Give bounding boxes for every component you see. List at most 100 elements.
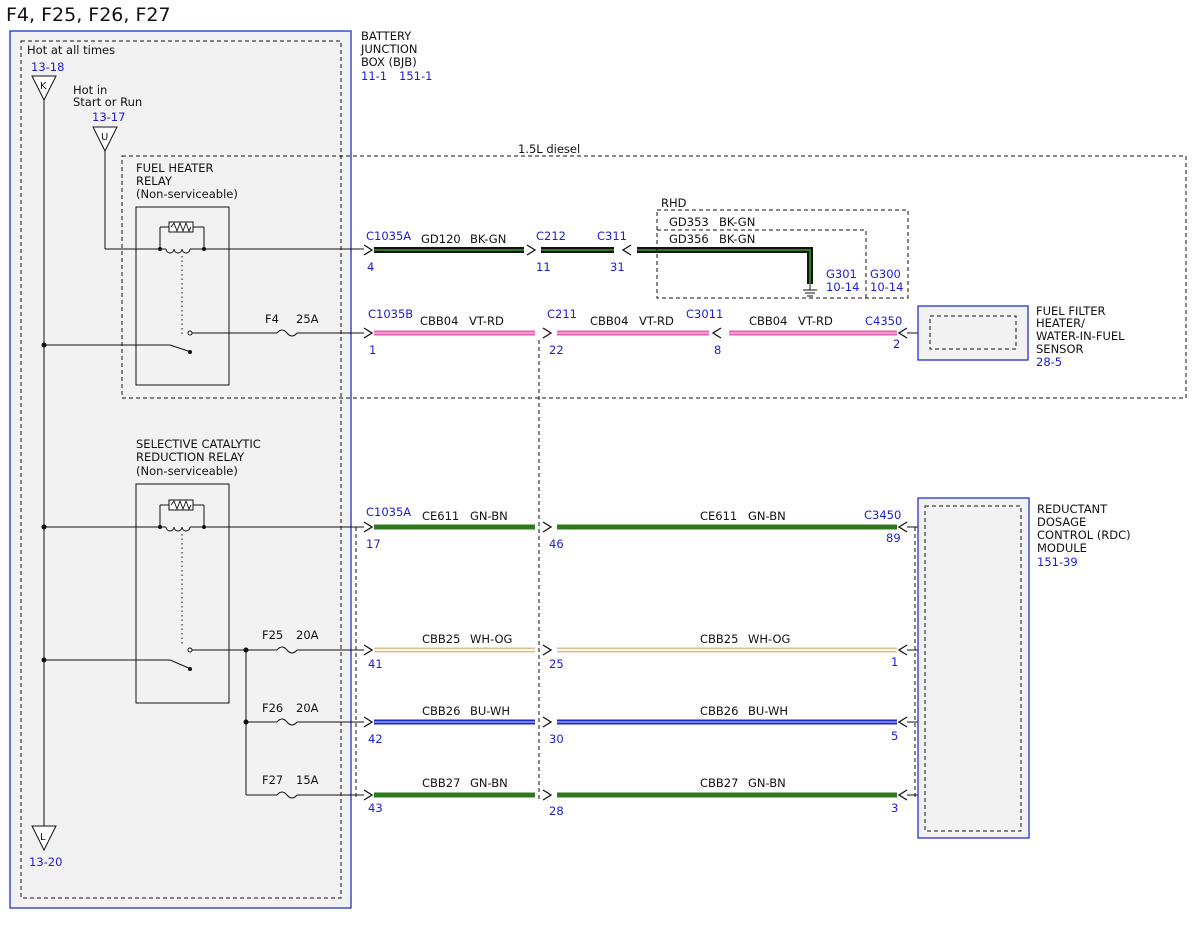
connector-arrow-icon (363, 521, 374, 533)
pin-28: 28 (549, 804, 564, 818)
hot-start-label-2: Start or Run (73, 95, 142, 109)
bjb-label-1: BATTERY (361, 29, 412, 43)
rhd-label: RHD (661, 196, 687, 210)
conn-c4350: C4350 (865, 314, 902, 328)
wire-cbb04-b-circuit: CBB04 (590, 314, 628, 328)
bjb-box (9, 30, 352, 909)
connector-arrow-icon (542, 521, 553, 533)
fuse-f4-amps: 25A (296, 312, 319, 326)
conn-c3450: C3450 (864, 508, 901, 522)
wire-cbb26-a-color: BU-WH (470, 704, 510, 718)
pin-42: 42 (368, 732, 383, 746)
wire-gd353-circuit: GD353 (669, 215, 709, 229)
scr-relay-box (135, 483, 230, 704)
scr-relay-switch-icon (169, 647, 193, 671)
connector-arrow-icon (542, 327, 553, 339)
ground-g301-icon (803, 284, 817, 297)
wire-gd356-color: BK-GN (719, 232, 755, 246)
connector-arrow-icon (363, 789, 374, 801)
pin-30: 30 (549, 732, 564, 746)
conn-c1035a-mid: C1035A (366, 505, 411, 519)
wire-cbb26-a-circuit: CBB26 (422, 704, 460, 718)
pin-43: 43 (368, 801, 383, 815)
pin-1b: 1 (891, 655, 898, 669)
fuel-relay-box (135, 206, 230, 386)
wire-cbb25-a-color: WH-OG (470, 632, 512, 646)
connector-arrow-icon (897, 716, 908, 728)
pin-46: 46 (549, 537, 564, 551)
rdc-label-4: MODULE (1037, 541, 1087, 555)
fuse-f27-icon (276, 791, 298, 799)
bjb-label-2: JUNCTION (360, 42, 418, 56)
conn-c311: C311 (597, 229, 627, 243)
ground-g301: G301 (826, 267, 857, 281)
feed-l-ref: 13-20 (29, 855, 62, 869)
wire-gd120-circuit: GD120 (421, 232, 461, 246)
connector-arrow-icon (897, 327, 908, 339)
ground-g300: G300 (870, 267, 901, 281)
wire-cbb27-b-color: GN-BN (748, 776, 786, 790)
fuse-f27-name: F27 (262, 773, 283, 787)
connector-arrow-icon (542, 716, 553, 728)
wire-cbb04-b-color: VT-RD (639, 314, 674, 328)
junction-dot (41, 342, 47, 348)
pin-89: 89 (886, 531, 901, 545)
hot-all-times-label: Hot at all times (27, 43, 115, 57)
conn-c1035a-top: C1035A (366, 229, 411, 243)
hot-start-label-1: Hot in (73, 83, 107, 97)
bjb-ref-2: 151-1 (399, 69, 432, 83)
wire-gd353-color: BK-GN (719, 215, 755, 229)
junction-dot (41, 524, 47, 530)
fuse-f26-name: F26 (262, 701, 283, 715)
feed-l-letter: L (40, 832, 46, 843)
bjb-ref-1: 11-1 (361, 69, 387, 83)
wire-ce611-a-circuit: CE611 (422, 509, 459, 523)
connector-arrow-icon (897, 644, 908, 656)
ground-g300-ref: 10-14 (870, 280, 903, 294)
hot-start-ref: 13-17 (92, 110, 125, 124)
pin-1: 1 (369, 343, 376, 357)
rdc-label-3: CONTROL (RDC) (1037, 528, 1131, 542)
scr-relay-coil-icon (158, 499, 206, 645)
pin-25: 25 (549, 657, 564, 671)
connector-arrow-icon (363, 327, 374, 339)
wire-cbb04-c-circuit: CBB04 (749, 314, 787, 328)
wire-cbb26-b-circuit: CBB26 (700, 704, 738, 718)
pin-31: 31 (610, 260, 625, 274)
rhd-region (656, 209, 909, 299)
pin-4: 4 (367, 260, 374, 274)
feed-u-letter: U (101, 132, 108, 143)
wire-cbb25-b-circuit: CBB25 (700, 632, 738, 646)
fuel-filter-label-1: FUEL FILTER (1036, 304, 1105, 318)
connector-arrow-icon (897, 521, 908, 533)
wire-cbb25-a-circuit: CBB25 (422, 632, 460, 646)
pin-17: 17 (366, 537, 381, 551)
fuse-f4-name: F4 (265, 312, 279, 326)
rdc-inner-dashed (924, 505, 1022, 832)
fuel-filter-ref: 28-5 (1036, 355, 1062, 369)
fuel-relay-coil-icon (158, 221, 206, 336)
fuse-f26-amps: 20A (296, 701, 319, 715)
fuel-relay-switch-icon (169, 330, 193, 354)
fuel-filter-label-4: SENSOR (1036, 342, 1084, 356)
pin-41: 41 (368, 657, 383, 671)
junction-dot (243, 647, 249, 653)
connector-arrow-icon (542, 789, 553, 801)
diesel-region (121, 155, 1187, 399)
scr-relay-label-3: (Non-serviceable) (136, 464, 238, 478)
junction-dot (41, 657, 47, 663)
fuse-f25-name: F25 (262, 628, 283, 642)
connector-arrow-icon (363, 644, 374, 656)
diesel-label: 1.5L diesel (518, 142, 580, 156)
conn-c3011: C3011 (686, 307, 723, 321)
conn-c1035b: C1035B (368, 307, 413, 321)
wire-cbb25-b-color: WH-OG (748, 632, 790, 646)
wire-gd120 (374, 247, 813, 284)
wire-cbb26-b-color: BU-WH (748, 704, 788, 718)
wire-cbb27-a-circuit: CBB27 (422, 776, 460, 790)
connector-arrow-icon (363, 244, 374, 256)
conn-c212: C212 (536, 229, 566, 243)
rdc-ref: 151-39 (1037, 555, 1078, 569)
wire-ce611-b-circuit: CE611 (700, 509, 737, 523)
